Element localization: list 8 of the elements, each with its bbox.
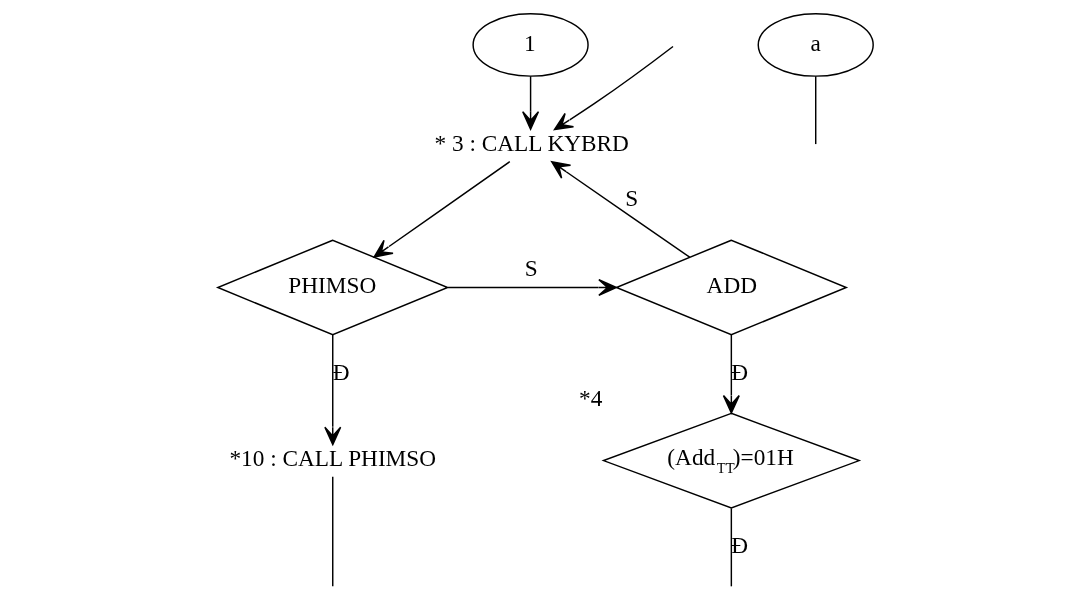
edge-label: Đ: [332, 358, 350, 385]
edge-label: Đ: [730, 531, 748, 558]
edge-label: S: [624, 185, 638, 212]
edge-label: Đ: [730, 358, 748, 385]
node-label: *4: [578, 384, 602, 411]
edge-label: S: [524, 254, 538, 281]
node-text: *10 : CALL PHIMSO: [228, 445, 436, 472]
node-text: * 3 : CALL KYBRD: [434, 130, 629, 157]
